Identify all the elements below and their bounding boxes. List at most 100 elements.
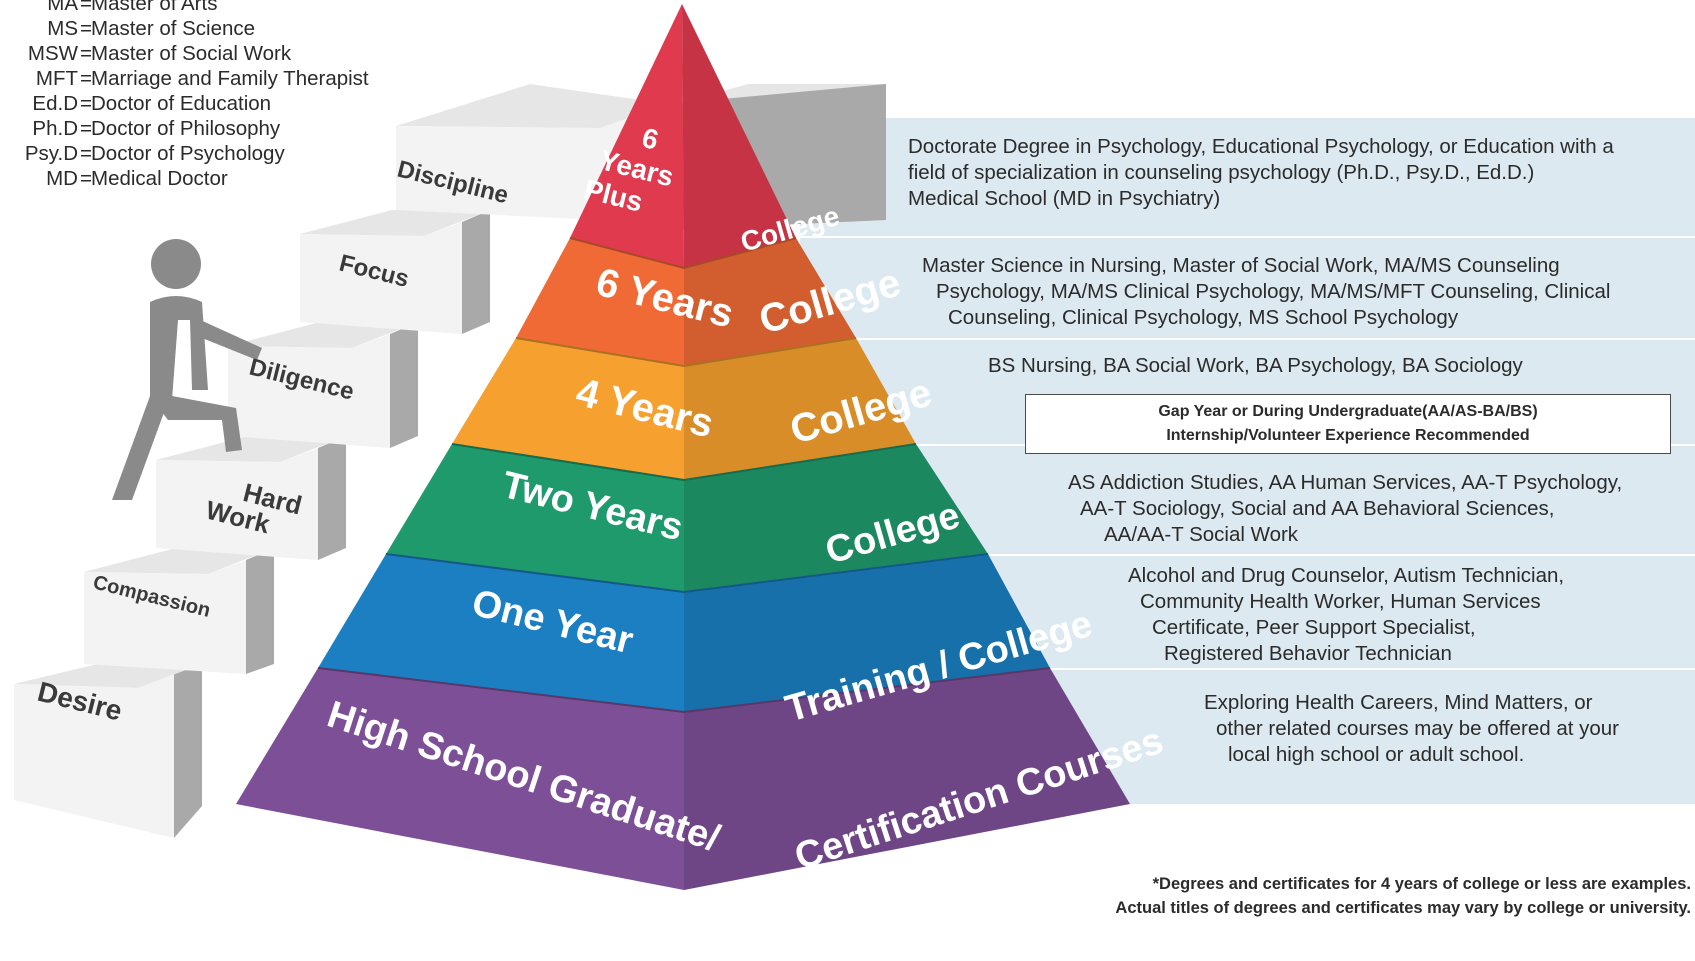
legend-definition: Doctor of Psychology xyxy=(91,142,285,165)
stair-front-3 xyxy=(156,448,318,560)
legend-abbr: MA xyxy=(47,0,78,15)
tier-description: Alcohol and Drug Counselor, Autism Techn… xyxy=(1128,563,1564,667)
description-line: BS Nursing, BA Social Work, BA Psycholog… xyxy=(988,354,1523,377)
pyramid-tier-left-face xyxy=(318,554,684,712)
description-line: AA-T Sociology, Social and AA Behavioral… xyxy=(1080,497,1555,520)
stair-front-1 xyxy=(14,674,174,838)
legend-row: MS = Master of Science xyxy=(0,17,420,42)
description-line: other related courses may be offered at … xyxy=(1216,717,1620,740)
description-line: Master Science in Nursing, Master of Soc… xyxy=(922,254,1560,277)
band-tier-1 xyxy=(800,118,1695,236)
legend-abbr: Psy.D xyxy=(24,142,78,165)
description-line: Doctorate Degree in Psychology, Educatio… xyxy=(908,135,1614,158)
stair-front-6 xyxy=(396,114,640,222)
legend-equals: = xyxy=(80,167,92,190)
pyramid-tier-seam xyxy=(515,337,857,368)
legend-definition: Master of Science xyxy=(91,17,256,40)
stair-top-3 xyxy=(156,436,346,462)
legend-row: MA = Master of Arts xyxy=(0,0,420,17)
legend-equals: = xyxy=(80,0,92,15)
pyramid-tier-left-face xyxy=(452,338,684,480)
stair-side-3 xyxy=(318,436,346,560)
legend-abbr: Ph.D xyxy=(32,117,78,140)
stair-top-2 xyxy=(84,548,274,574)
description-line: AA/AA-T Social Work xyxy=(1104,523,1299,546)
pyramid-tier-left-face xyxy=(236,668,684,890)
staircase xyxy=(14,84,886,838)
gap-year-line: Internship/Volunteer Experience Recommen… xyxy=(1166,427,1530,444)
tier-description: Master Science in Nursing, Master of Soc… xyxy=(922,253,1610,331)
description-line: Community Health Worker, Human Services xyxy=(1140,590,1541,613)
legend-row: MD = Medical Doctor xyxy=(0,167,420,192)
pyramid-tier-right-face xyxy=(684,554,1050,712)
stair-top-6 xyxy=(396,84,668,128)
gap-year-line: Gap Year or During Undergraduate(AA/AS-B… xyxy=(1158,403,1538,420)
pyramid xyxy=(236,4,1130,890)
footnote-line: *Degrees and certificates for 4 years of… xyxy=(1152,875,1691,893)
stair-front-4 xyxy=(228,334,390,448)
legend-definition: Master of Social Work xyxy=(91,42,292,65)
pyramid-tier-left-face xyxy=(570,4,684,268)
pyramid-tier-seam xyxy=(569,237,797,270)
legend-abbr: Ed.D xyxy=(32,92,78,115)
description-line: Certificate, Peer Support Specialist, xyxy=(1152,616,1476,639)
legend-equals: = xyxy=(80,17,92,40)
description-line: Registered Behavior Technician xyxy=(1164,642,1452,665)
legend-definition: Doctor of Philosophy xyxy=(91,117,281,140)
legend-abbr: MSW xyxy=(27,42,78,65)
description-line: field of specialization in counseling ps… xyxy=(908,161,1535,184)
abbreviation-legend: MA = Master of Arts MS = Master of Scien… xyxy=(0,0,420,192)
legend-row: MSW = Master of Social Work xyxy=(0,42,420,67)
stair-side-4 xyxy=(390,322,418,448)
legend-row: Ph.D = Doctor of Philosophy xyxy=(0,117,420,142)
pyramid-tier-seam xyxy=(451,443,917,482)
legend-equals: = xyxy=(80,117,92,140)
legend-row: MFT = Marriage and Family Therapist xyxy=(0,67,420,92)
description-line: Psychology, MA/MS Clinical Psychology, M… xyxy=(936,280,1611,303)
legend-equals: = xyxy=(80,92,92,115)
pyramid-tier-right-face xyxy=(682,4,796,268)
legend-abbr: MS xyxy=(47,17,78,40)
band-tier-2 xyxy=(800,238,1695,338)
pyramid-tier-right-face xyxy=(684,238,856,366)
pyramid-tier-left-face xyxy=(516,238,684,366)
legend-abbr: MD xyxy=(46,167,78,190)
legend-definition: Doctor of Education xyxy=(91,92,272,115)
pyramid-tier-left-face xyxy=(386,444,684,592)
legend-definition: Marriage and Family Therapist xyxy=(91,67,369,90)
person-climbing-stairs-icon xyxy=(112,239,262,500)
stair-side-2 xyxy=(246,548,274,674)
stair-side-1 xyxy=(174,664,202,838)
legend-equals: = xyxy=(80,142,92,165)
footnote: *Degrees and certificates for 4 years of… xyxy=(1115,872,1691,920)
stair-front-2 xyxy=(84,560,246,674)
description-line: Counseling, Clinical Psychology, MS Scho… xyxy=(948,306,1459,329)
pyramid-tier-seam xyxy=(317,667,1051,714)
legend-row: Ed.D = Doctor of Education xyxy=(0,92,420,117)
legend-definition: Master of Arts xyxy=(91,0,218,15)
pyramid-tier-seam xyxy=(385,553,989,594)
description-line: Medical School (MD in Psychiatry) xyxy=(908,187,1221,210)
stair-top-4 xyxy=(228,322,418,348)
legend-equals: = xyxy=(80,42,92,65)
tier-description: Doctorate Degree in Psychology, Educatio… xyxy=(908,134,1614,212)
legend-abbr: MFT xyxy=(35,67,78,90)
legend-definition: Medical Doctor xyxy=(91,167,228,190)
tier-description: AS Addiction Studies, AA Human Services,… xyxy=(1068,470,1622,548)
description-line: local high school or adult school. xyxy=(1228,743,1525,766)
tier-description: Exploring Health Careers, Mind Matters, … xyxy=(1204,690,1619,768)
footnote-line: Actual titles of degrees and certificate… xyxy=(1115,899,1691,917)
stair-side-5 xyxy=(462,210,490,334)
gap-year-note: Gap Year or During Undergraduate(AA/AS-B… xyxy=(1025,394,1671,454)
pyramid-tier-right-face xyxy=(684,338,916,480)
legend-row: Psy.D = Doctor of Psychology xyxy=(0,142,420,167)
pyramid-tier-right-face xyxy=(684,668,1130,890)
pyramid-tier-right-face xyxy=(684,444,988,592)
description-line: Exploring Health Careers, Mind Matters, … xyxy=(1204,691,1593,714)
legend-equals: = xyxy=(80,67,92,90)
description-line: Alcohol and Drug Counselor, Autism Techn… xyxy=(1128,564,1565,587)
stair-front-5 xyxy=(300,222,462,334)
stair-top-5 xyxy=(300,210,490,236)
tier-description: BS Nursing, BA Social Work, BA Psycholog… xyxy=(988,353,1523,379)
